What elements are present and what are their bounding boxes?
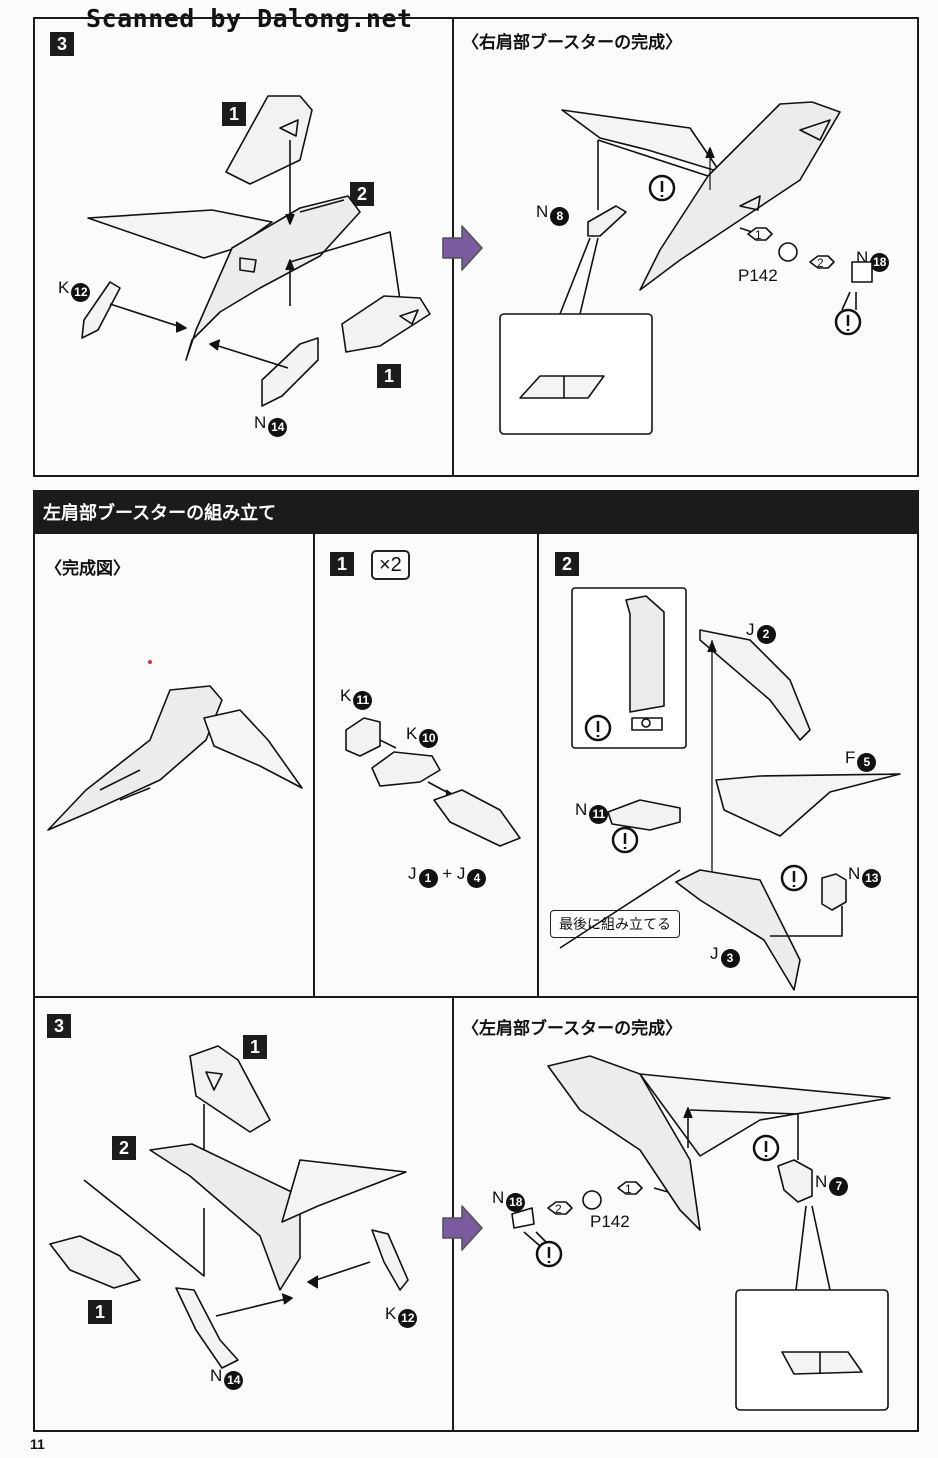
section-title-bar: 左肩部ブースターの組み立て <box>33 490 919 534</box>
bottom-panel-divider <box>452 996 454 1432</box>
bottom-order-callouts: 1 2 <box>547 1181 643 1216</box>
assemble-last-note: 最後に組み立てる <box>550 910 680 938</box>
page-number: 11 <box>30 1436 45 1452</box>
bottom-part-label-1b: 1 <box>88 1300 112 1324</box>
bottom-step-number: 3 <box>47 1014 71 1038</box>
step1-diagram <box>345 717 521 847</box>
bottom-part-label-2: 2 <box>112 1136 136 1160</box>
top-step-panel <box>33 17 919 477</box>
svg-text:1: 1 <box>755 228 762 242</box>
mid-step2-number: 2 <box>555 552 579 576</box>
bottom-part-label-1a: 1 <box>243 1035 267 1059</box>
complete-figure-title: 〈完成図〉 <box>45 559 130 579</box>
top-zoom-detail <box>499 237 653 435</box>
top-label-p142: P142 <box>738 266 778 285</box>
svg-text:2: 2 <box>555 1202 562 1216</box>
next-arrow-icon <box>442 1205 483 1251</box>
mid-step1-number: 1 <box>330 552 354 576</box>
multiplier-badge: ×2 <box>371 550 410 580</box>
svg-text:2: 2 <box>817 256 824 270</box>
top-order-callouts: 1 2 <box>747 227 835 270</box>
bottom-complete-booster <box>511 1055 891 1231</box>
next-arrow-icon <box>442 225 483 271</box>
bottom-step-panel <box>33 996 919 1432</box>
bottom-exploded-diagram <box>49 1045 409 1369</box>
step2-diagram <box>559 587 901 991</box>
top-exploded-diagram <box>81 95 431 407</box>
caution-icon <box>584 714 808 892</box>
complete-figure-drawing <box>47 660 303 831</box>
top-part-label-1b: 1 <box>377 364 401 388</box>
bottom-complete-title: 〈左肩部ブースターの完成〉 <box>462 1019 683 1039</box>
bottom-label-p142: P142 <box>590 1212 630 1231</box>
top-part-label-2: 2 <box>350 182 374 206</box>
top-complete-booster <box>561 101 873 291</box>
bottom-zoom-detail <box>735 1205 889 1411</box>
middle-divider-1 <box>313 532 315 998</box>
svg-text:1: 1 <box>625 1182 632 1196</box>
top-complete-title: 〈右肩部ブースターの完成〉 <box>462 33 683 53</box>
middle-divider-2 <box>537 532 539 998</box>
top-step-number: 3 <box>50 32 74 56</box>
top-part-label-1a: 1 <box>222 102 246 126</box>
